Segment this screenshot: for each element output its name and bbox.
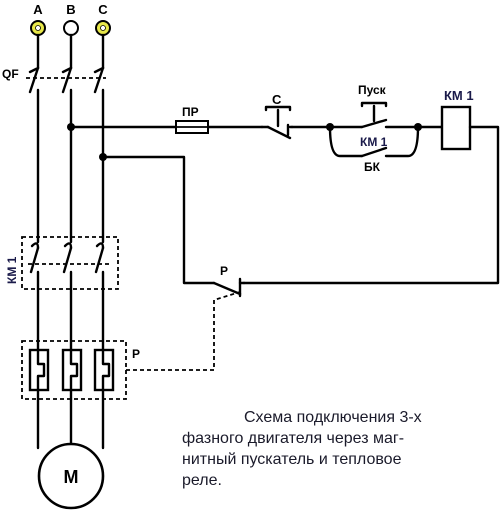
caption-line-4: реле. [182,472,222,489]
phase-wires-top [36,33,105,70]
phase-terminal-c: C [95,2,111,36]
thermal-relay-contact: Р [212,264,246,298]
phase-terminal-a: A [30,2,46,36]
aux-contact-km1: КМ 1 БК [328,125,420,174]
fuse-pr: ПР [175,105,209,134]
phase-terminals: A B C [30,2,111,36]
control-circuit: ПР С Пуск КМ 1 [69,83,500,298]
caption-line-2: фазного двигателя через маг- [182,430,405,447]
thermal-relay-heaters: Р [21,291,241,400]
phase-label-c: C [98,2,108,17]
motor: М [37,442,105,510]
phase-terminal-b: B [63,2,79,36]
bk-label: БК [364,160,381,174]
circuit-breaker-qf: QF [2,66,106,94]
stop-label: С [272,92,282,107]
caption-line-1: Схема подключения 3-х [244,409,422,426]
phase-label-b: B [66,2,75,17]
heater-a [28,348,50,392]
qf-label: QF [2,67,19,81]
fuse-label: ПР [182,105,199,119]
contactor-coil-km1: КМ 1 [440,88,474,151]
contactor-km1-main: КМ 1 [5,236,119,352]
stop-button: С [260,92,294,140]
motor-label: М [64,467,79,487]
start-button: Пуск [328,83,420,129]
diagram-caption: Схема подключения 3-х фазного двигателя … [182,407,482,491]
heater-b [61,348,83,392]
phase-label-a: A [33,2,43,17]
km1-main-label: КМ 1 [5,256,19,284]
phase-wires-mid [36,88,107,244]
caption-line-3: нитный пускатель и тепловое [182,451,402,468]
motor-wires [36,388,105,450]
aux-km1-label: КМ 1 [360,135,388,149]
relay-contact-label: Р [220,264,228,278]
coil-km1-label: КМ 1 [444,88,474,103]
start-label: Пуск [358,83,387,97]
heater-c [93,348,115,392]
relay-heater-label: Р [132,347,140,361]
